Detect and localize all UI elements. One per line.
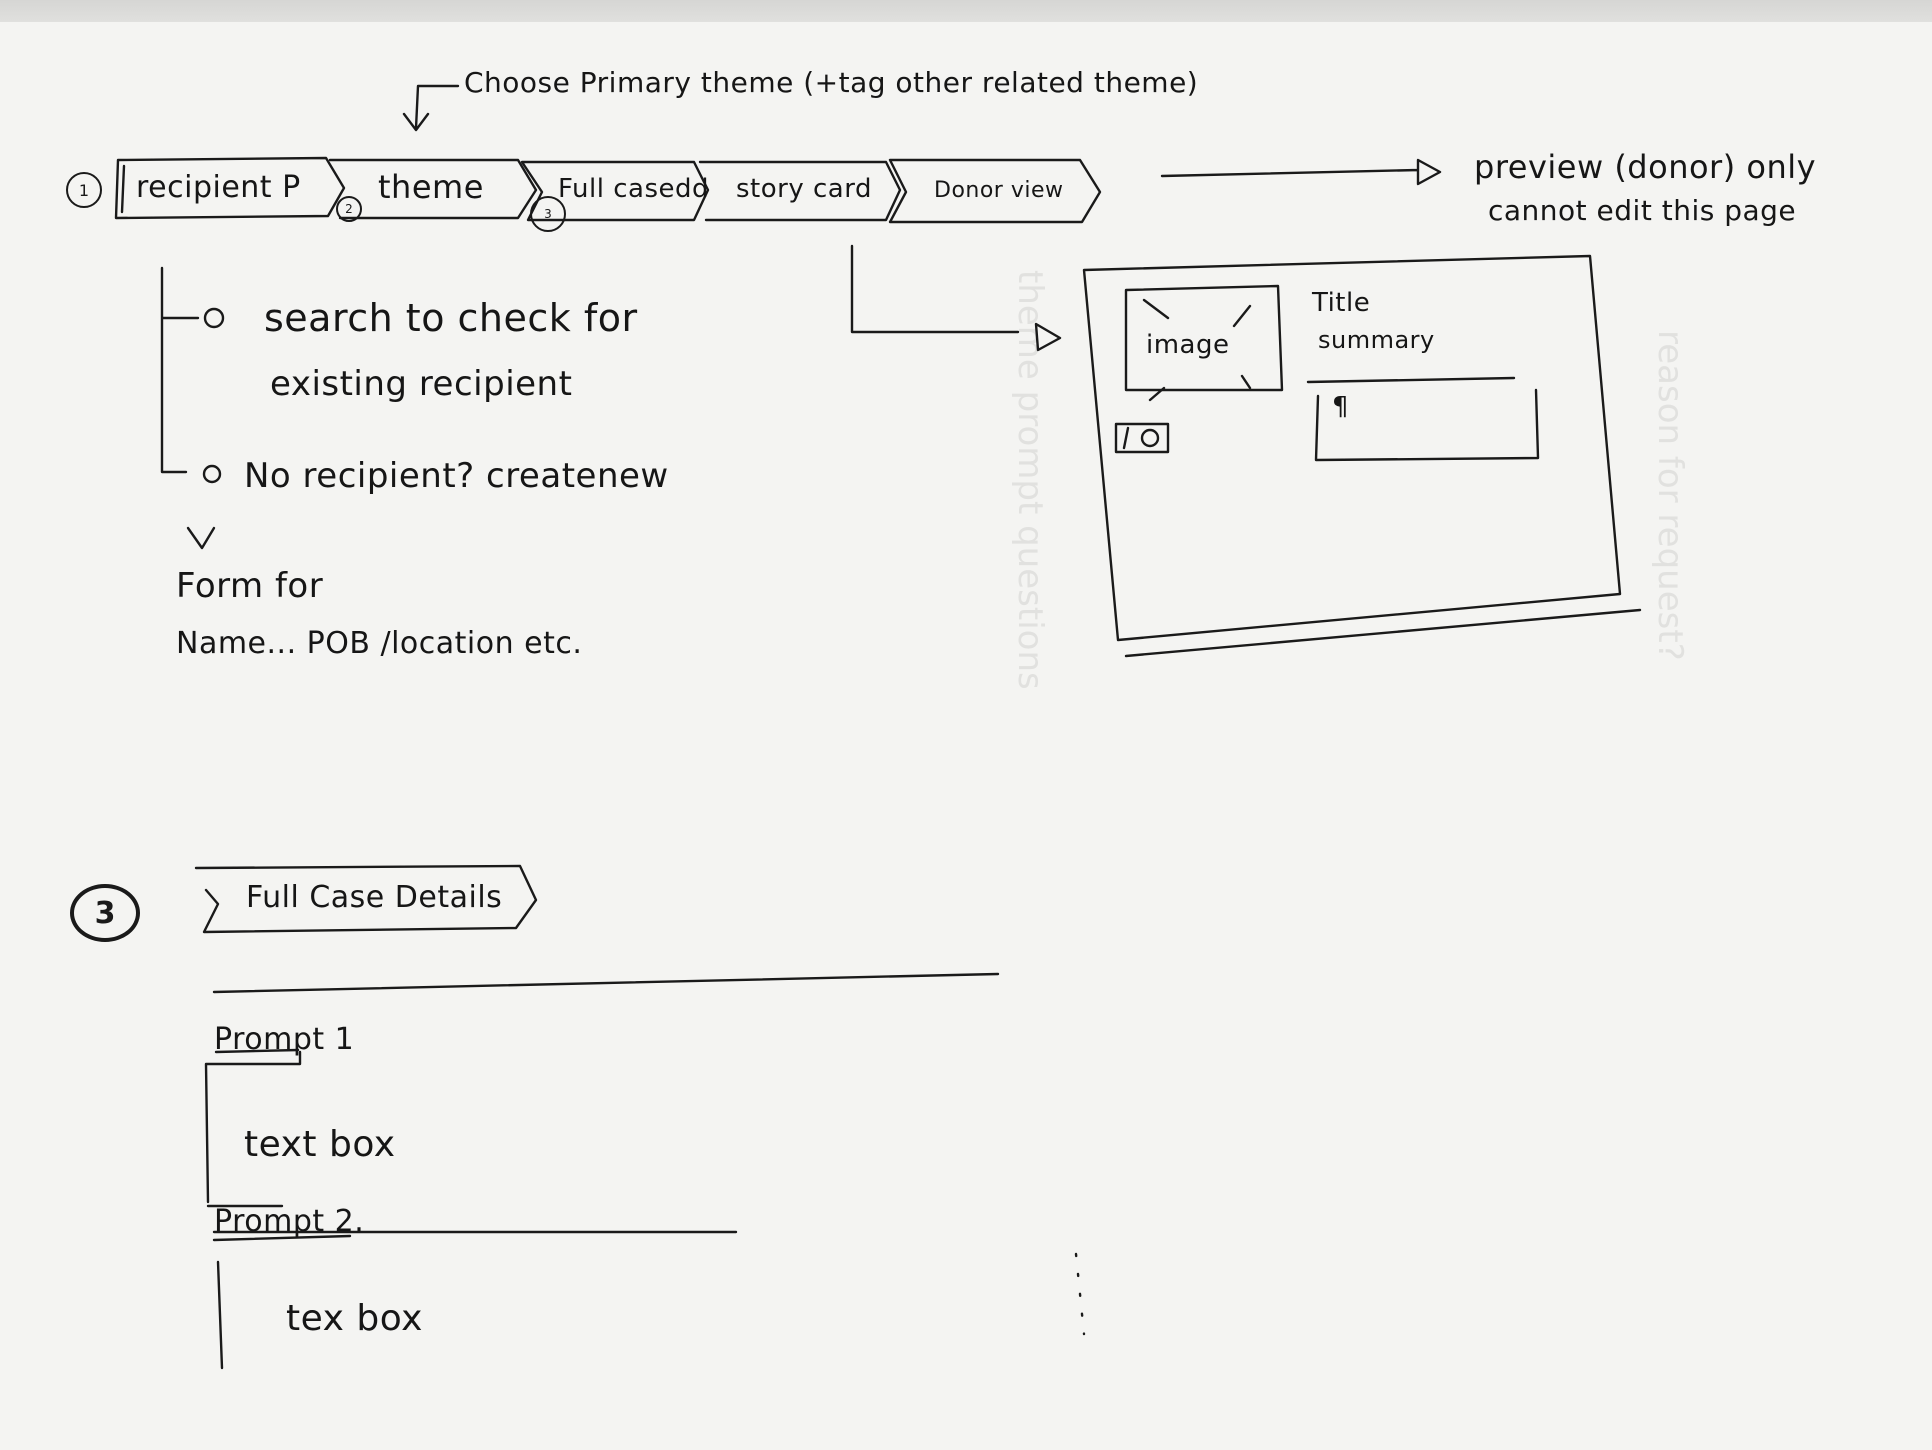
step-theme-shape [328,158,538,220]
image-placeholder-label: image [1146,330,1230,360]
step-recipient-shape [114,156,346,220]
option-radio-search [203,307,225,329]
prompt-1-textbox[interactable]: text box [244,1124,396,1165]
prompt-2-textbox[interactable]: tex box [286,1298,423,1339]
form-note-line2: Name... POB /location etc. [176,626,583,661]
step-donorview-label[interactable]: Donor view [934,178,1064,203]
preview-note-line1: preview (donor) only [1474,148,1817,186]
preview-summary-label: summary [1318,326,1435,354]
recipient-branch-line [160,266,200,474]
step-theme-label[interactable]: theme [378,168,484,206]
preview-title-label: Title [1312,288,1371,318]
prompt2-frame [216,1260,224,1370]
zoom-icon-box [1114,422,1170,454]
image-placeholder [1124,284,1284,392]
option-radio-new [202,464,222,484]
preview-note-line2: cannot edit this page [1488,194,1797,227]
summary-text-box [1314,388,1540,462]
step-storycard-label[interactable]: story card [736,174,872,204]
prompt1-frame [204,1050,302,1208]
down-chevron [186,526,216,550]
storycard-connector [850,244,1062,352]
step-storycard-shape [698,160,902,222]
preview-arrow [1160,158,1442,186]
step-recipient-label[interactable]: recipient P [136,170,301,205]
prompt-1-label: Prompt 1 [214,1022,355,1057]
step-1-badge: 1 [66,172,102,208]
fullcase-ribbon-shape [194,864,538,934]
step-fullcase-shape [520,160,710,222]
step-2-badge: 2 [336,196,362,222]
option-search-line1: search to check for [264,296,638,340]
prompt-2-label: Prompt 2. [214,1204,365,1239]
annotation-arrow [402,84,460,132]
form-note-line1: Form for [176,566,324,606]
annotation-text: Choose Primary theme (+tag other related… [464,66,1199,99]
option-search-line2: existing recipient [270,364,573,404]
donor-preview-frame [1082,254,1622,642]
summary-box-glyph: ¶ [1332,392,1350,422]
step-fullcase-label[interactable]: Full casedd [558,174,710,204]
step-donorview-shape [888,158,1102,224]
step-3-badge: 3 [530,196,566,232]
fullcase-heading[interactable]: Full Case Details [246,880,503,915]
continuation-dots [1074,1252,1086,1336]
section-3-badge: 3 [70,884,140,942]
option-new-label: No recipient? createnew [244,456,669,496]
paper-sheet [0,22,1932,1450]
